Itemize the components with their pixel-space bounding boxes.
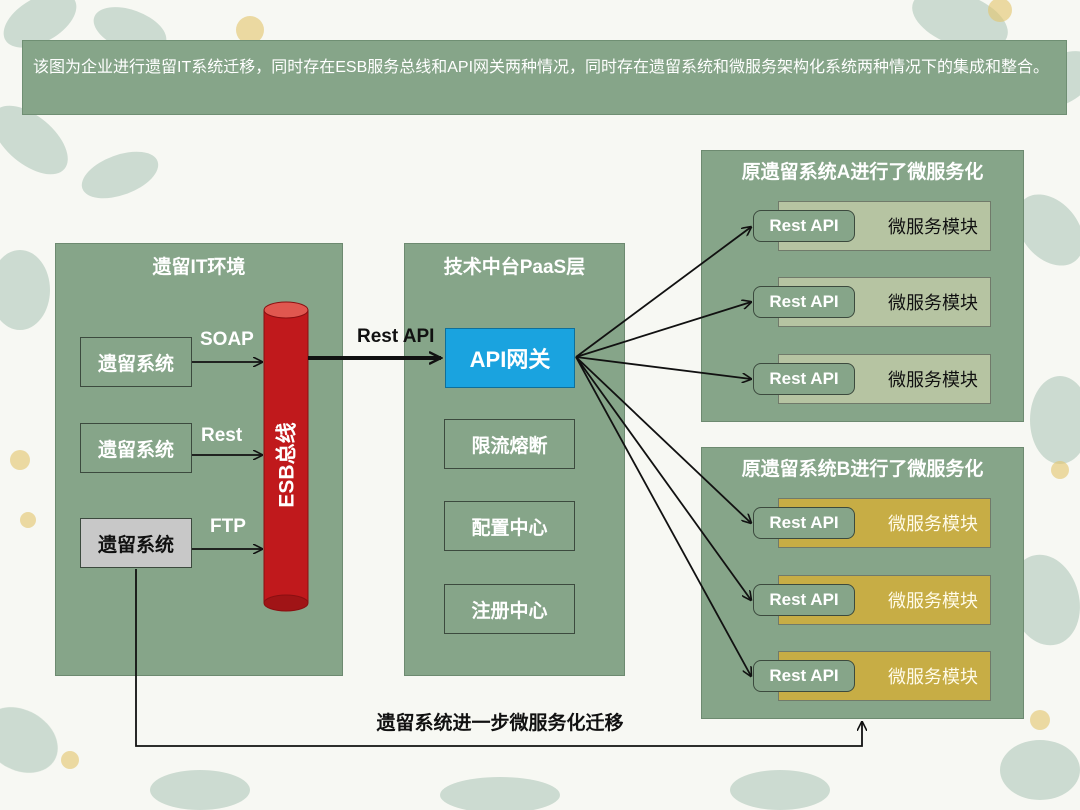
config-center-label: 配置中心 [471,517,548,539]
banner-text: 该图为企业进行遗留IT系统迁移，同时存在ESB服务总线和API网关两种情况，同时… [33,59,1050,76]
system-a-rest-api-3[interactable]: Rest API [753,363,855,395]
system-b-rest-api-3[interactable]: Rest API [753,660,855,692]
system-b-module-1-label: 微服务模块 [888,514,978,534]
rate-limit-box[interactable]: 限流熔断 [444,419,575,469]
paas-panel-title: 技术中台PaaS层 [443,257,586,278]
migration-label: 遗留系统进一步微服务化迁移 [376,713,624,734]
rest-api-connector-label: Rest API [357,326,435,347]
legacy-system-1[interactable]: 遗留系统 [80,337,192,387]
config-center-box[interactable]: 配置中心 [444,501,575,551]
system-b-rest-api-1[interactable]: Rest API [753,507,855,539]
protocol-soap-label: SOAP [200,329,254,350]
system-a-module-3-label: 微服务模块 [888,370,978,390]
system-a-rest-api-2-label: Rest API [769,292,839,311]
system-a-rest-api-1[interactable]: Rest API [753,210,855,242]
legacy-system-2[interactable]: 遗留系统 [80,423,192,473]
legacy-system-3[interactable]: 遗留系统 [80,518,192,568]
esb-bus-text: ESB总线 [276,422,299,508]
protocol-rest-label: Rest [201,425,243,446]
system-a-module-1-label: 微服务模块 [888,217,978,237]
system-b-rest-api-2-label: Rest API [769,590,839,609]
description-banner: 该图为企业进行遗留IT系统迁移，同时存在ESB服务总线和API网关两种情况，同时… [22,40,1067,115]
system-a-rest-api-1-label: Rest API [769,216,839,235]
protocol-ftp-label: FTP [210,516,246,537]
legacy-panel-title: 遗留IT环境 [152,257,246,278]
system-b-title: 原遗留系统B进行了微服务化 [741,459,984,480]
system-a-module-2-label: 微服务模块 [888,293,978,313]
system-b-module-2-label: 微服务模块 [888,591,978,611]
registry-center-box[interactable]: 注册中心 [444,584,575,634]
rate-limit-label: 限流熔断 [471,435,548,457]
system-b-module-3-label: 微服务模块 [888,667,978,687]
legacy-system-1-label: 遗留系统 [97,353,174,375]
api-gateway[interactable]: API网关 [445,328,575,388]
system-b-rest-api-2[interactable]: Rest API [753,584,855,616]
system-a-rest-api-2[interactable]: Rest API [753,286,855,318]
esb-bus-label: ESB总线 [260,410,312,520]
system-b-rest-api-3-label: Rest API [769,666,839,685]
legacy-system-2-label: 遗留系统 [97,439,174,461]
system-a-rest-api-3-label: Rest API [769,369,839,388]
legacy-system-3-label: 遗留系统 [97,534,174,556]
registry-center-label: 注册中心 [471,600,548,622]
api-gateway-label: API网关 [469,347,551,372]
system-b-rest-api-1-label: Rest API [769,513,839,532]
system-a-title: 原遗留系统A进行了微服务化 [741,162,984,183]
